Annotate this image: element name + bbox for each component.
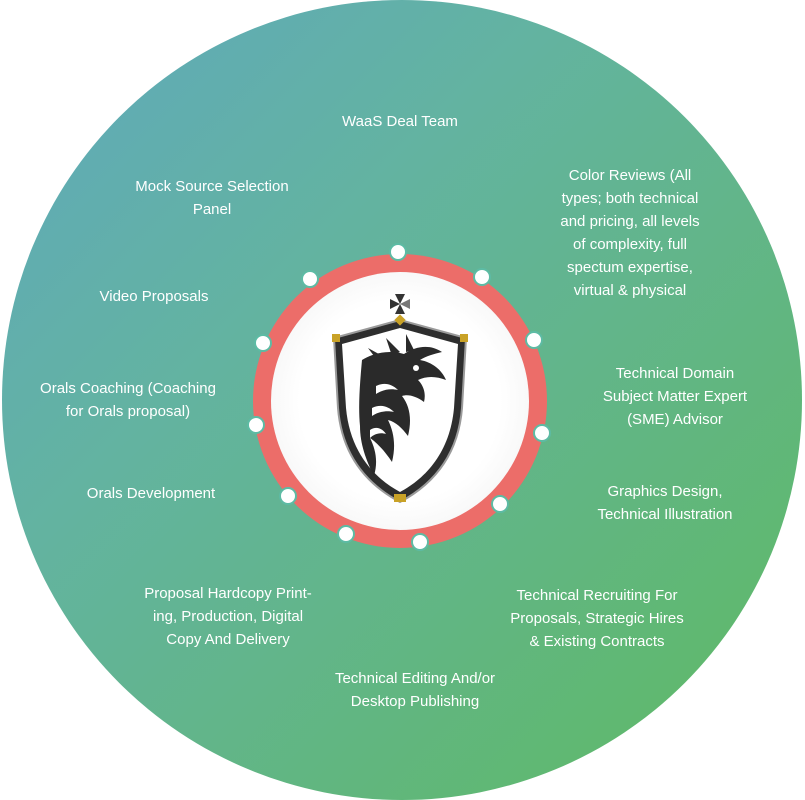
service-label-color-reviews: Color Reviews (All types; both technical…: [560, 167, 700, 299]
connector-dot: [473, 268, 491, 286]
connector-dot: [254, 334, 272, 352]
connector-dot: [279, 487, 297, 505]
connector-dot: [337, 525, 355, 543]
service-label-mock-source-selection: Mock Source Selection Panel: [135, 178, 289, 218]
service-label-orals-coaching: Orals Coaching (Coaching for Orals propo…: [40, 380, 216, 420]
connector-dot: [525, 331, 543, 349]
connector-dot: [247, 416, 265, 434]
service-label-graphics-design: Graphics Design, Technical Illustration: [597, 483, 733, 523]
maltese-cross-icon: [390, 294, 410, 314]
service-label-technical-recruiting: Technical Recruiting For Proposals, Stra…: [510, 587, 684, 650]
service-label-proposal-hardcopy: Proposal Hardcopy Print- ing, Production…: [144, 585, 312, 648]
dragon-shield-logo-icon: [332, 294, 468, 504]
service-label-orals-development: Orals Development: [86, 485, 216, 502]
service-label-technical-domain-sme: Technical Domain Subject Matter Expert (…: [602, 365, 748, 428]
connector-dot: [491, 495, 509, 513]
connector-dot: [389, 243, 407, 261]
connector-dot: [533, 424, 551, 442]
connector-dot: [411, 533, 429, 551]
service-label-technical-editing: Technical Editing And/or Desktop Publish…: [334, 670, 496, 710]
service-label-video-proposals: Video Proposals: [99, 288, 209, 305]
service-label-waas-deal-team: WaaS Deal Team: [342, 113, 458, 130]
connector-dot: [301, 270, 319, 288]
